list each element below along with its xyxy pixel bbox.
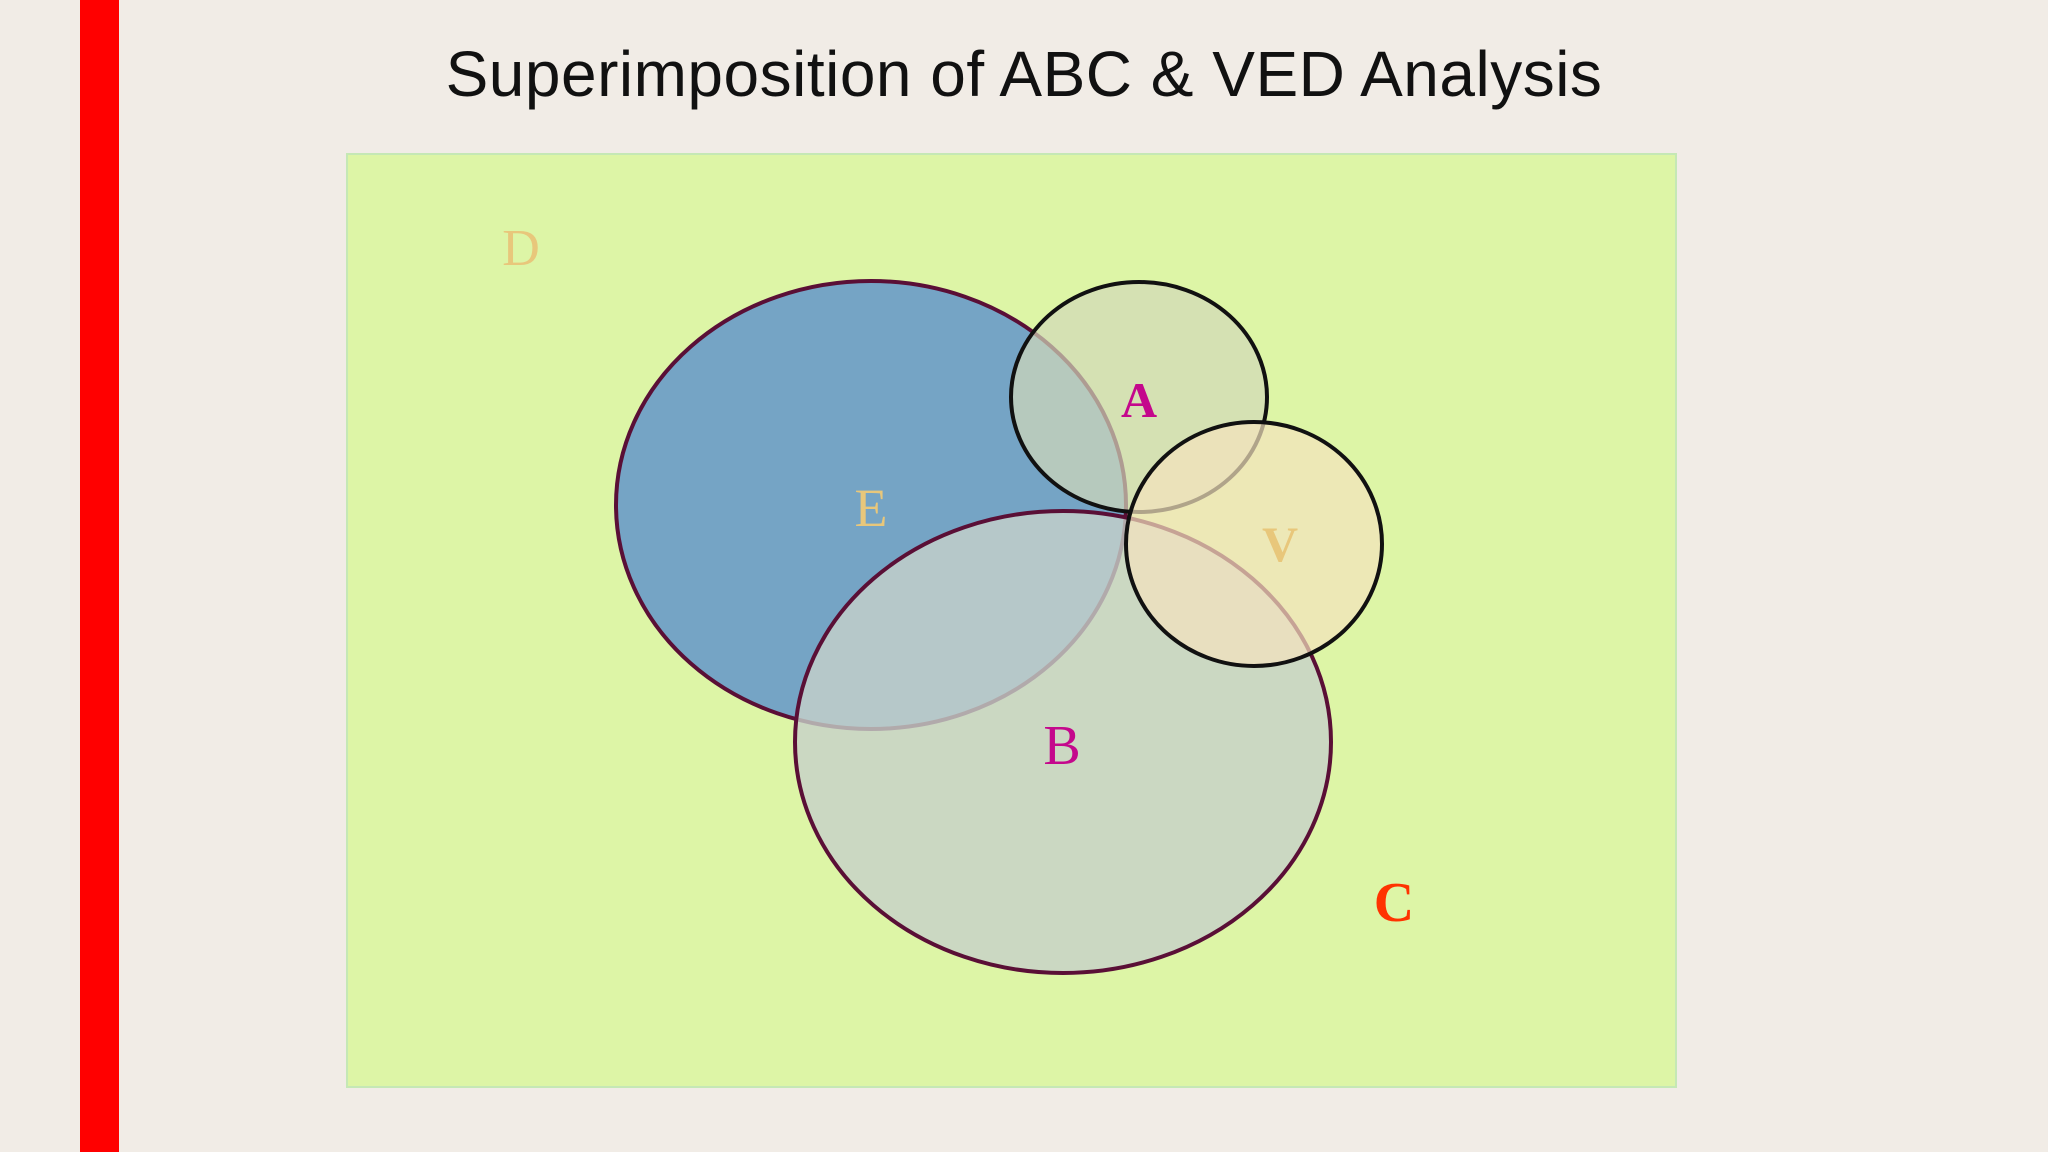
label-v: V [1262, 516, 1298, 572]
set-v-circle [1124, 420, 1384, 668]
label-e: E [855, 478, 888, 538]
label-c: C [1374, 872, 1414, 934]
page-title: Superimposition of ABC & VED Analysis [445, 38, 1603, 110]
label-d: D [502, 220, 540, 277]
label-a: A [1121, 372, 1157, 428]
label-b: B [1043, 715, 1080, 777]
accent-bar [80, 0, 119, 1152]
